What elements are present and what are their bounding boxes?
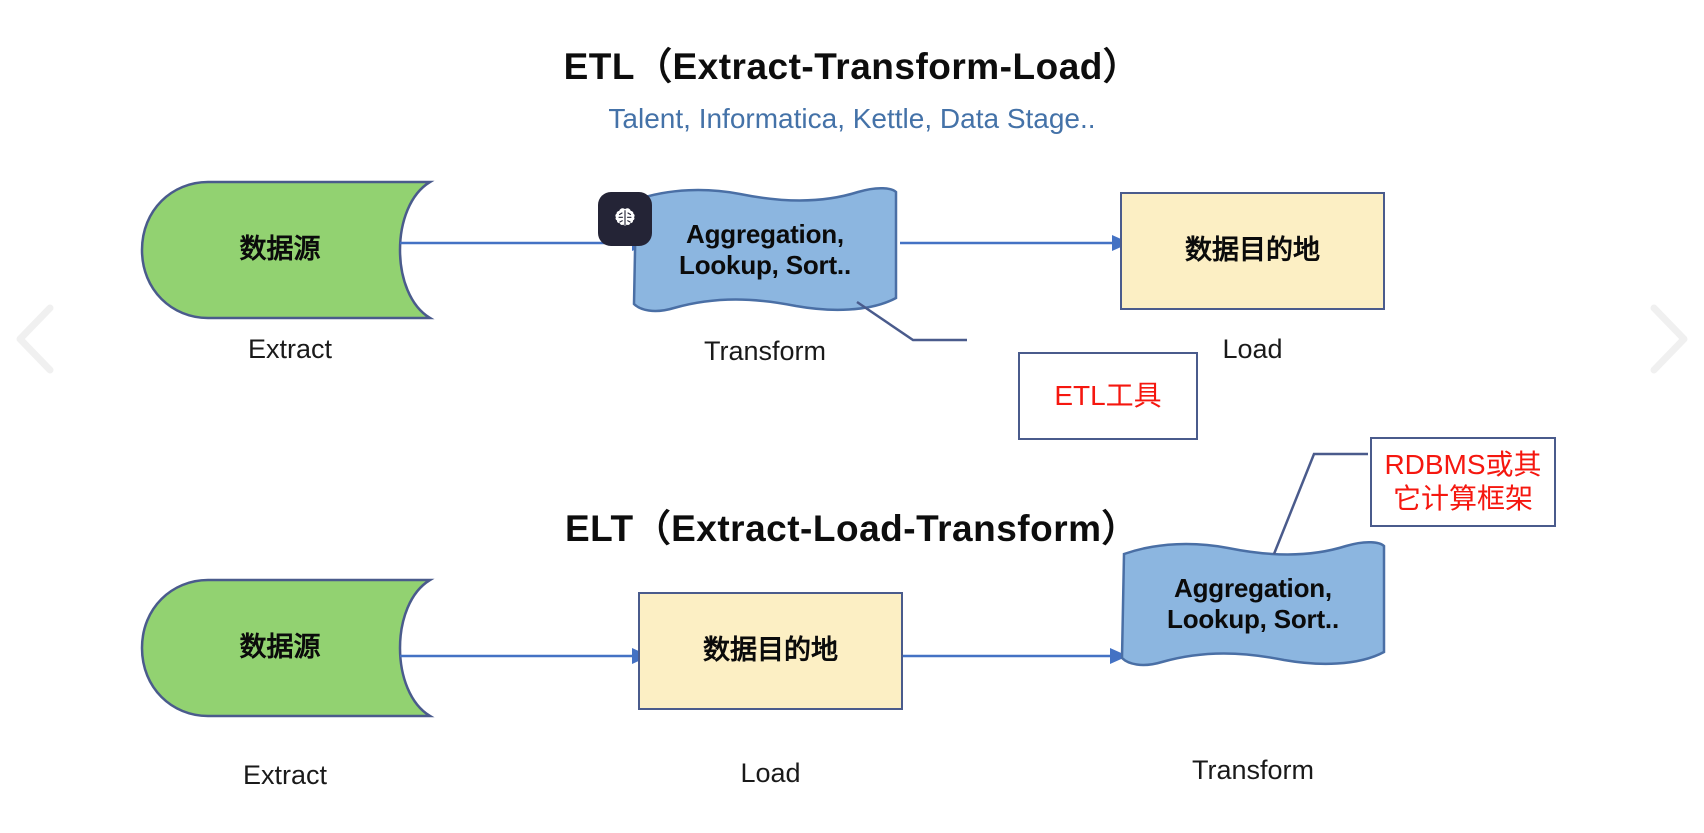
etl-arrow-transform-load [900,235,1130,251]
etl-extract-node[interactable]: 数据源 [140,180,420,320]
etl-annotation-connector [856,300,967,342]
etl-tool-annotation-box[interactable]: ETL工具 [1018,352,1198,440]
etl-load-caption: Load [1222,334,1283,364]
next-slide-chevron-icon[interactable] [1638,300,1698,378]
elt-transform-label: Aggregation, Lookup, Sort.. [1167,573,1339,634]
elt-transform-shape [1120,541,1386,667]
rdbms-annotation-box[interactable]: RDBMS或其 它计算框架 [1370,437,1556,527]
etl-tool-annotation-text: ETL工具 [1054,379,1162,411]
etl-transform-caption: Transform [703,336,826,366]
etl-transform-shape [632,187,898,313]
etl-transform-label: Aggregation, Lookup, Sort.. [679,219,851,280]
etl-extract-caption: Extract [247,334,333,364]
elt-extract-shape [140,578,435,718]
elt-extract-node[interactable]: 数据源 [140,578,420,718]
elt-arrow-load-transform [903,648,1128,664]
elt-extract-label: 数据源 [239,632,321,663]
elt-load-node[interactable]: 数据目的地 [638,592,903,710]
etl-load-node[interactable]: 数据目的地 [1120,192,1385,310]
elt-annotation-connector [1272,452,1368,555]
elt-arrow-extract-load [400,648,650,664]
etl-load-label: 数据目的地 [1185,235,1320,266]
etl-extract-label: 数据源 [239,234,321,265]
etl-extract-shape [140,180,435,320]
elt-transform-node[interactable]: Aggregation, Lookup, Sort.. [1118,540,1388,668]
etl-subtitle: Talent, Informatica, Kettle, Data Stage.… [608,103,1096,134]
elt-extract-caption: Extract [242,760,328,790]
etl-section-title: ETL（Extract-Transform-Load） [563,46,1141,87]
elt-load-label: 数据目的地 [703,635,838,666]
elt-transform-caption: Transform [1191,755,1314,785]
rdbms-annotation-text: RDBMS或其 它计算框架 [1384,448,1542,514]
elt-section-title: ELT（Extract-Load-Transform） [564,508,1140,549]
prev-slide-chevron-icon[interactable] [6,300,66,378]
brain-icon[interactable] [598,192,652,246]
etl-transform-node[interactable]: Aggregation, Lookup, Sort.. [630,186,900,314]
brain-glyph [615,208,635,226]
elt-load-caption: Load [740,758,801,788]
